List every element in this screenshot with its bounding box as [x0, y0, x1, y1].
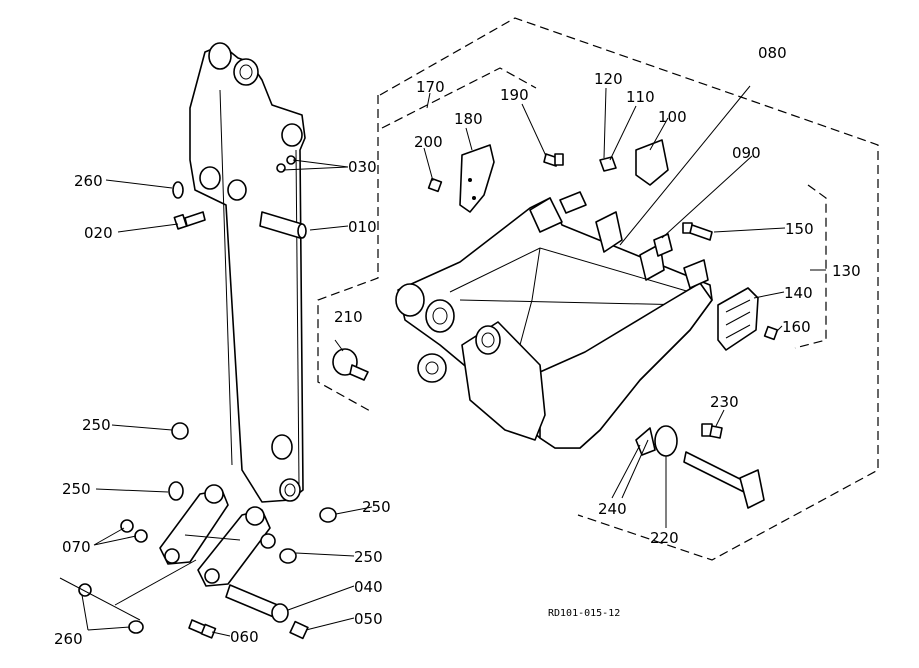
label-080: 080: [758, 44, 787, 62]
bolt-230: [701, 423, 723, 439]
label-220: 220: [650, 529, 679, 547]
label-040: 040: [354, 578, 383, 596]
label-230: 230: [710, 393, 739, 411]
pin-110: [599, 156, 617, 172]
nut-030-a: [276, 163, 286, 173]
label-210: 210: [334, 308, 363, 326]
part-labels: 260 020 030 010 250 250 250 250 070 040 …: [54, 44, 861, 648]
link-right: [197, 509, 271, 587]
label-020: 020: [84, 224, 113, 242]
label-160: 160: [782, 318, 811, 336]
label-110: 110: [626, 88, 655, 106]
pin-040: [225, 584, 289, 623]
label-250-a: 250: [82, 416, 111, 434]
washer-260-upper: [172, 181, 184, 199]
tooth-1: [559, 191, 587, 214]
bucket-hinge-boss-d: [475, 325, 501, 355]
label-070: 070: [62, 538, 91, 556]
label-150: 150: [785, 220, 814, 238]
arm-top-boss: [208, 42, 232, 70]
washer-220: [654, 425, 678, 457]
arm-head-boss: [233, 58, 259, 86]
tooth-100: [635, 139, 669, 186]
label-140: 140: [784, 284, 813, 302]
label-260-upper: 260: [74, 172, 103, 190]
washer-260-b: [128, 620, 144, 634]
bucket-side-plate: [539, 282, 713, 449]
bolt-060: [188, 619, 217, 639]
label-170: 170: [416, 78, 445, 96]
arm-assembly: [189, 42, 306, 503]
label-050: 050: [354, 610, 383, 628]
side-cutter-180: [459, 144, 495, 213]
link-left: [159, 489, 229, 565]
pin-plate: [739, 469, 765, 509]
pivot-group: [635, 423, 765, 509]
bucket-hinge-boss-a: [395, 283, 425, 317]
nut-070-b: [134, 529, 148, 543]
arm-body: [189, 44, 306, 503]
label-250-c: 250: [362, 498, 391, 516]
label-010: 010: [348, 218, 377, 236]
nut-160: [763, 325, 779, 341]
washer-260-a: [78, 583, 92, 597]
leader-lines: [59, 85, 826, 637]
bucket: [395, 197, 713, 449]
label-200: 200: [414, 133, 443, 151]
label-260-lower: 260: [54, 630, 83, 648]
link-assembly: [159, 484, 276, 587]
o-ring-250-d: [279, 548, 297, 564]
o-ring-250-c: [319, 507, 337, 523]
group-boundary-170: [317, 95, 379, 413]
label-250-b: 250: [62, 480, 91, 498]
tooth-2: [595, 211, 623, 253]
arm-cylinder-boss: [281, 123, 303, 147]
label-090: 090: [732, 144, 761, 162]
nut-200: [427, 177, 443, 193]
nut-070-a: [120, 519, 134, 533]
pin-220: [683, 451, 747, 493]
label-190: 190: [500, 86, 529, 104]
bucket-teeth: [559, 139, 709, 289]
label-100: 100: [658, 108, 687, 126]
reference-code: RD101-015-12: [548, 608, 620, 619]
arm-lower-boss: [271, 434, 293, 460]
label-130: 130: [832, 262, 861, 280]
arm-tip-boss: [279, 478, 301, 502]
label-180: 180: [454, 110, 483, 128]
label-060: 060: [230, 628, 259, 646]
bolt-020: [173, 211, 206, 230]
nut-050: [289, 620, 309, 640]
group-boundary-080: [379, 17, 879, 561]
label-250-d: 250: [354, 548, 383, 566]
tooth-090: [653, 233, 673, 257]
arm-pivot-boss: [199, 166, 221, 190]
tooth-4: [683, 259, 709, 289]
bucket-hinge-boss-b: [425, 299, 455, 333]
label-030: 030: [348, 158, 377, 176]
bolt-190: [543, 153, 564, 167]
shim-210: [332, 348, 369, 381]
bolt-150: [682, 222, 713, 241]
group-boundary-170-inner: [381, 67, 537, 129]
bucket-hinge-boss-c: [417, 353, 447, 383]
shim-240: [635, 427, 656, 456]
o-ring-250-a: [171, 422, 189, 440]
label-240: 240: [598, 500, 627, 518]
label-120: 120: [594, 70, 623, 88]
pin-010: [259, 211, 307, 239]
o-ring-250-b: [168, 481, 184, 501]
